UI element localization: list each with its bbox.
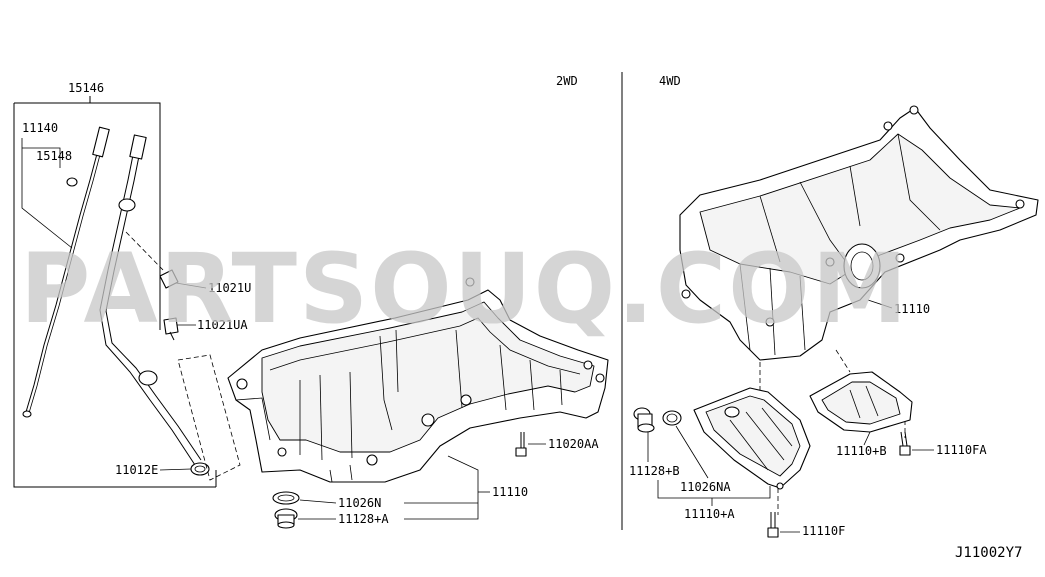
label-15146: 15146 — [68, 81, 104, 95]
lower-pan-11110a — [693, 387, 811, 490]
gasket-11026na — [662, 410, 682, 426]
oil-pan-2wd — [227, 277, 609, 483]
diagram-code: J11002Y7 — [955, 545, 1022, 561]
bolt-11020aa — [515, 432, 527, 457]
label-11110fa: 11110FA — [936, 443, 987, 457]
bolt-11021u — [159, 269, 179, 289]
gasket-11026n — [272, 491, 300, 505]
label-11026na: 11026NA — [680, 480, 731, 494]
o-ring-15148 — [66, 177, 78, 187]
label-11012e: 11012E — [115, 463, 158, 477]
dipstick-rod — [25, 129, 103, 413]
section-title-4wd: 4WD — [659, 74, 681, 88]
drain-plug-11128b — [633, 407, 655, 433]
label-11110a-4wd: 11110+A — [684, 507, 735, 521]
label-11110-2wd: 11110 — [492, 485, 528, 499]
label-11110-4wd: 11110 — [894, 302, 930, 316]
oil-pump-opening — [843, 243, 881, 289]
label-11128a-2wd: 11128+A — [338, 512, 389, 526]
dipstick-handle — [92, 126, 110, 158]
label-11021ua: 11021UA — [197, 318, 248, 332]
section-title-2wd: 2WD — [556, 74, 578, 88]
dipstick-group: 15146 11140 15148 11021U 11021UA 11012 — [13, 81, 251, 488]
tube-bracket — [138, 370, 158, 386]
label-11128b: 11128+B — [629, 464, 680, 478]
label-11110b: 11110+B — [836, 444, 887, 458]
label-11140: 11140 — [22, 121, 58, 135]
drain-plug-11128a — [274, 508, 298, 529]
label-15148: 15148 — [36, 149, 72, 163]
label-11026n: 11026N — [338, 496, 381, 510]
bolt-11110fa — [899, 431, 911, 456]
label-11110f: 11110F — [802, 524, 845, 538]
bolt-11021ua — [163, 317, 179, 335]
label-11020aa: 11020AA — [548, 437, 599, 451]
oil-pan-4wd-upper — [679, 105, 1039, 361]
lower-pan-11110b — [809, 371, 913, 433]
label-11021u: 11021U — [208, 281, 251, 295]
bolt-11110f — [767, 512, 779, 538]
watermark: PARTSOUQ.COM — [20, 233, 909, 345]
